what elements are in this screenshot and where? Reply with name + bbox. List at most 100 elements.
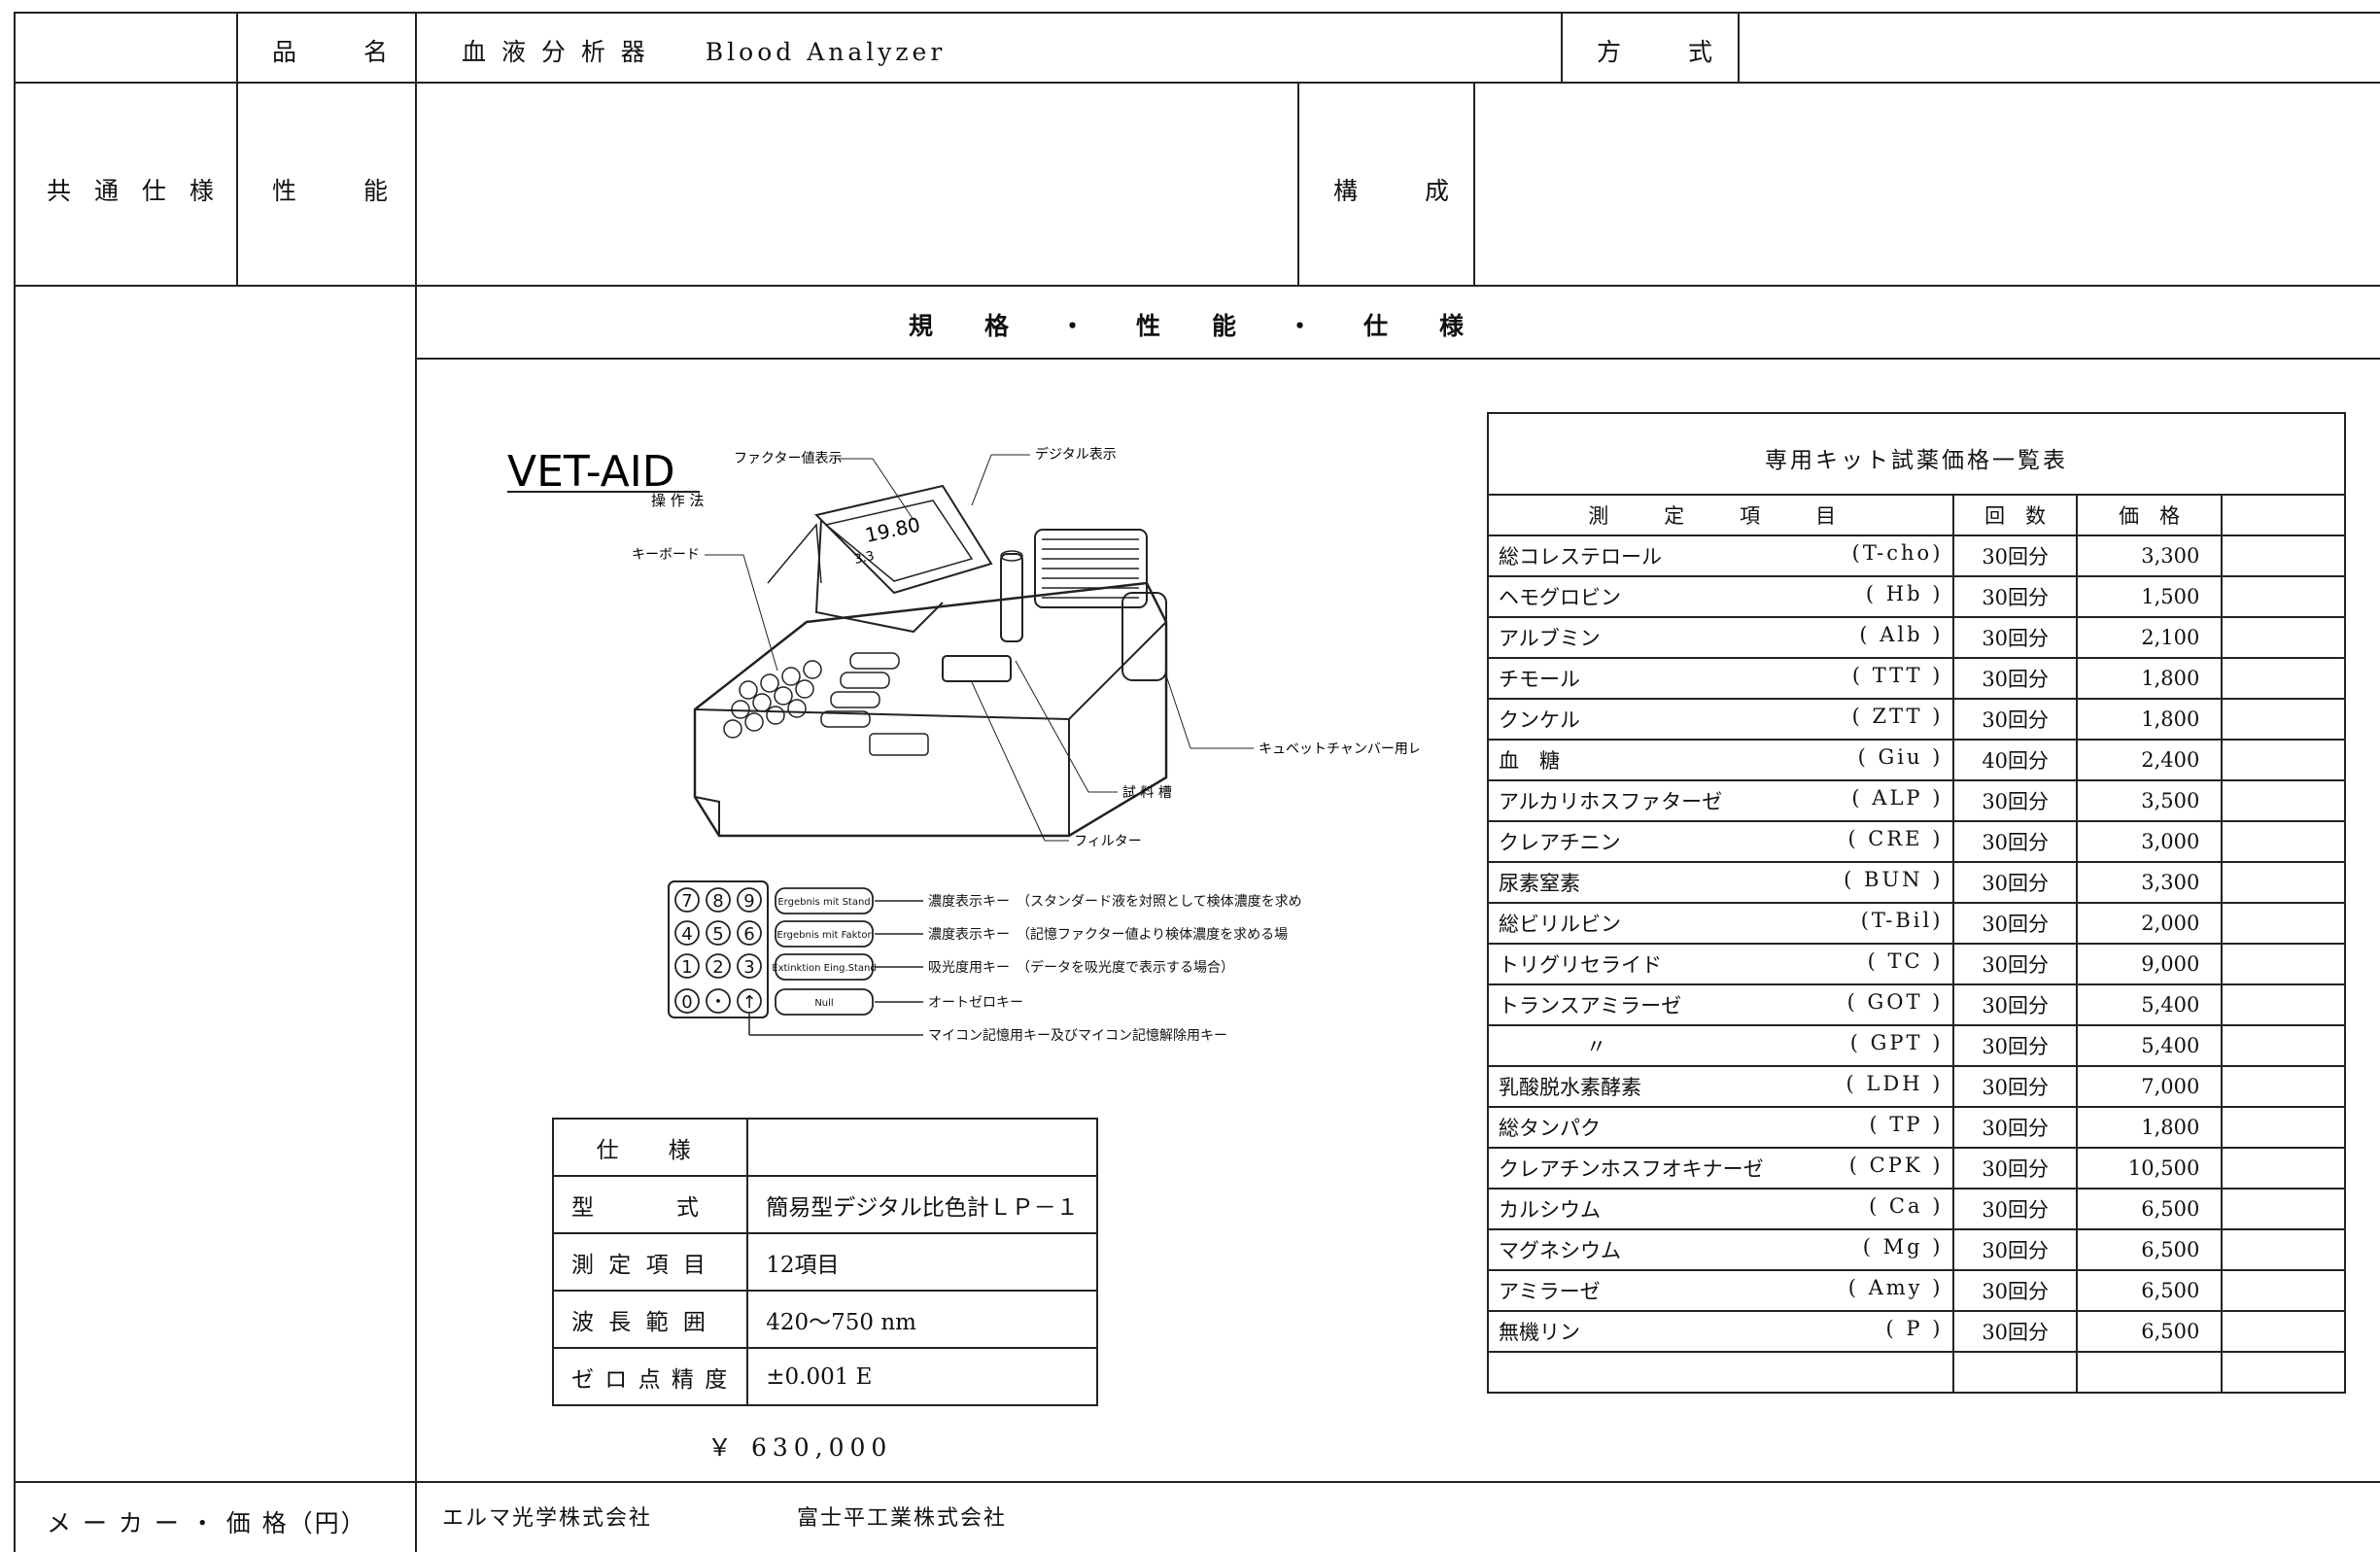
rule-section-title-bottom <box>416 358 2380 360</box>
spec-value-wavelength: 420～750 nm <box>746 1290 1098 1349</box>
kit-item-name: ヘモグロビン <box>1499 586 1621 609</box>
spec-table: 仕 様 型 式 簡易型デジタル比色計ＬＰ－１ 測 定 項 目 12項目 波 長 … <box>551 1118 1098 1406</box>
kit-item-cell: 総タンパク ( TP ) <box>1486 1106 1955 1149</box>
callout-sample-slot: 試 料 槽 <box>1122 785 1172 801</box>
kit-item-blank <box>2221 1228 2346 1271</box>
item-name-label: 品 名 <box>272 38 410 66</box>
kit-item-blank <box>2221 902 2346 945</box>
kit-item-name: マグネシウム <box>1499 1239 1621 1262</box>
key-5: 5 <box>712 924 723 945</box>
key-note-auto-zero: オートゼロキー <box>928 995 1023 1011</box>
kit-item-price: 6,500 <box>2075 1228 2224 1271</box>
kit-item-blank <box>2221 575 2346 618</box>
spec-label-wavelength: 波 長 範 囲 <box>551 1290 749 1349</box>
key-up-arrow: ↑ <box>742 992 756 1013</box>
kit-item-blank <box>2221 779 2346 822</box>
kit-item-blank <box>2221 1147 2346 1190</box>
common-spec-label: 共 通 仕 様 <box>47 177 222 205</box>
kit-item-price: 7,000 <box>2075 1065 2224 1108</box>
kit-header-row: 測 定 項 目 回 数 価 格 <box>1486 494 2346 536</box>
kit-item-cell: 総コレステロール(T-cho) <box>1486 535 1955 577</box>
kit-item-cell: クレアチンホスフオキナーゼ( CPK ) <box>1486 1147 1955 1190</box>
kit-item-price: 5,400 <box>2075 983 2224 1026</box>
kit-item-price: 6,500 <box>2075 1188 2224 1230</box>
kit-item-cell: 尿素窒素( BUN ) <box>1486 861 1955 904</box>
kit-item-name: カルシウム <box>1499 1198 1601 1222</box>
kit-item-price: 2,400 <box>2075 739 2224 781</box>
callout-digital-display: デジタル表示 <box>1035 446 1117 463</box>
kit-item-blank <box>2221 1065 2346 1108</box>
kit-empty-cell <box>1952 1351 2078 1394</box>
kit-item-blank <box>2221 1310 2346 1353</box>
key-note-absorbance: 吸光度用キー （データを吸光度で表示する場合） <box>928 959 1234 976</box>
kit-item-blank <box>2221 1188 2346 1230</box>
kit-item-cell: トリグリセライド( TC ) <box>1486 943 1955 985</box>
kit-item-cell: 無機リン( P ) <box>1486 1310 1955 1353</box>
kit-item-name: アルブミン <box>1499 627 1601 650</box>
kit-item-cell: 総ビリルビン(T-Bil) <box>1486 902 1955 945</box>
kit-item-blank <box>2221 861 2346 904</box>
kit-item-code: ( TP ) <box>1869 1113 1944 1136</box>
kit-item-count: 30回分 <box>1952 820 2078 863</box>
kit-header-count: 回 数 <box>1952 494 2078 536</box>
kit-item-count: 30回分 <box>1952 1024 2078 1067</box>
kit-header-item: 測 定 項 目 <box>1486 494 1955 536</box>
kit-item-count: 30回分 <box>1952 861 2078 904</box>
kit-item-code: ( GOT ) <box>1846 990 1944 1014</box>
key-dot: ・ <box>709 992 727 1013</box>
device-diagram: VET-AID 操 作 法 ファクター値表示 デジタル表示 キーボード 19.8… <box>507 446 1419 1044</box>
kit-item-cell: ヘモグロビン( Hb ) <box>1486 575 1955 618</box>
kit-item-count: 30回分 <box>1952 779 2078 822</box>
kit-item-price: 1,800 <box>2075 657 2224 700</box>
kit-empty-row <box>1486 1351 2346 1394</box>
kit-table-frame: 専用キット試薬価格一覧表 <box>1487 412 2346 496</box>
kit-item-price: 9,000 <box>2075 943 2224 985</box>
table-row: ゼ ロ 点 精 度 ±0.001 E <box>551 1347 1098 1406</box>
rule-top <box>14 12 2380 14</box>
kit-item-code: (T-cho) <box>1851 541 1944 565</box>
rule-common-bottom <box>14 285 2380 287</box>
key-2: 2 <box>712 957 723 978</box>
kit-item-blank <box>2221 739 2346 781</box>
key-label-extinktion: Extinktion Eing.Stand <box>772 963 876 974</box>
kit-item-name: 乳酸脱水素酵素 <box>1499 1076 1641 1099</box>
brand-logo: VET-AID 操 作 法 <box>507 447 705 509</box>
kit-item-code: ( LDH ) <box>1845 1072 1944 1095</box>
brand-text: VET-AID <box>507 447 675 497</box>
kit-item-code: ( BUN ) <box>1844 868 1944 891</box>
rule-col2 <box>415 12 417 1552</box>
kit-item-price: 3,300 <box>2075 535 2224 577</box>
kit-table-title: 専用キット試薬価格一覧表 <box>1765 448 2068 473</box>
table-row: 波 長 範 囲 420～750 nm <box>551 1290 1098 1349</box>
spec-header: 仕 様 <box>551 1118 749 1177</box>
kit-item-blank <box>2221 535 2346 577</box>
key-8: 8 <box>712 891 723 912</box>
spec-value-zero-accuracy: ±0.001 E <box>746 1347 1098 1406</box>
kit-item-name: アミラーゼ <box>1499 1280 1601 1303</box>
kit-item-name: 総タンパク <box>1499 1117 1601 1140</box>
performance-label: 性 能 <box>272 177 410 205</box>
kit-item-count: 30回分 <box>1952 1106 2078 1149</box>
spec-value-items: 12項目 <box>746 1232 1098 1292</box>
key-3: 3 <box>743 957 754 978</box>
kit-item-count: 30回分 <box>1952 698 2078 741</box>
kit-empty-cell <box>2075 1351 2224 1394</box>
kit-item-blank <box>2221 983 2346 1026</box>
kit-item-cell: アミラーゼ( Amy ) <box>1486 1269 1955 1312</box>
callout-factor-display: ファクター値表示 <box>734 451 842 466</box>
kit-item-code: (T-Bil) <box>1860 909 1944 932</box>
maker-label: メ ー カ ー ・ 価 格（円） <box>47 1509 367 1537</box>
device-price: ￥ 630,000 <box>707 1433 893 1462</box>
kit-item-price: 2,000 <box>2075 902 2224 945</box>
kit-item-cell: カルシウム( Ca ) <box>1486 1188 1955 1230</box>
kit-item-price: 2,100 <box>2075 616 2224 659</box>
kit-item-code: ( ZTT ) <box>1851 705 1944 728</box>
